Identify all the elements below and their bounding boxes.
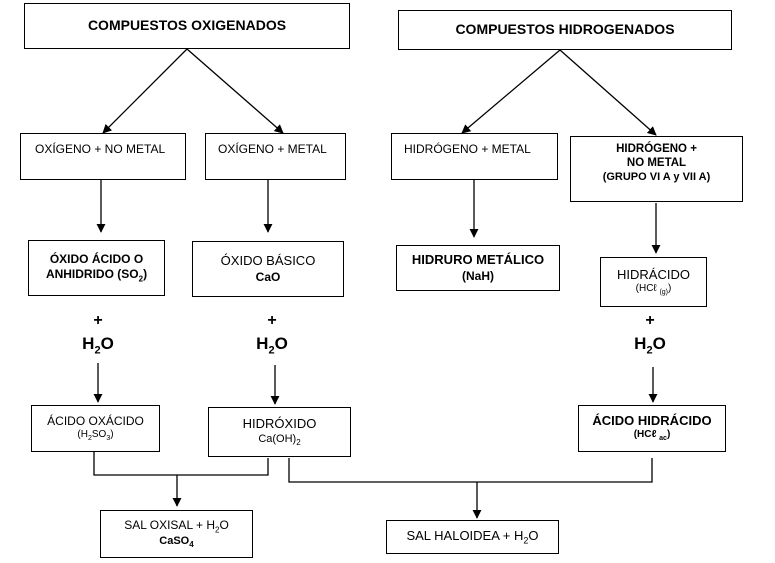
label-hidracido: HIDRÁCIDO bbox=[617, 266, 690, 282]
label-caso4: CaSO4 bbox=[159, 535, 194, 550]
box-hidracido: HIDRÁCIDO (HCℓ (g)) bbox=[600, 257, 707, 307]
label-grupo: (GRUPO VI A y VII A) bbox=[602, 170, 711, 183]
label-hcl-ac: (HCℓ ac) bbox=[633, 429, 671, 443]
label-oxigeno-metal: OXÍGENO + METAL bbox=[218, 142, 327, 156]
connector-oxacido-hidroxido bbox=[93, 452, 269, 476]
box-oxido-acido: ÓXIDO ÁCIDO O ANHIDRIDO (SO2) bbox=[28, 240, 165, 296]
box-hidruro-metalico: HIDRURO METÁLICO (NaH) bbox=[396, 245, 560, 291]
label-no-metal: NO METAL bbox=[626, 157, 687, 170]
box-sal-haloidea: SAL HALOIDEA + H2O bbox=[386, 520, 559, 554]
box-oxigeno-no-metal: OXÍGENO + NO METAL bbox=[20, 133, 186, 180]
label-hidroxido: HIDRÓXIDO bbox=[242, 416, 317, 432]
box-acido-oxacido: ÁCIDO OXÁCIDO (H2SO3) bbox=[31, 405, 160, 452]
label-h2so3: (H2SO3) bbox=[77, 428, 114, 442]
label-hidrogeno-metal: HIDRÓGENO + METAL bbox=[404, 142, 531, 156]
arrow-hidrogenados-to-metal bbox=[461, 49, 561, 134]
label-acido-hidracido: ÁCIDO HIDRÁCIDO bbox=[592, 413, 712, 428]
label-sal-haloidea: SAL HALOIDEA + H2O bbox=[406, 527, 539, 546]
box-sal-oxisal: SAL OXISAL + H2O CaSO4 bbox=[100, 510, 253, 558]
box-compuestos-hidrogenados: COMPUESTOS HIDROGENADOS bbox=[398, 10, 732, 50]
plus-sign-2: + bbox=[267, 312, 277, 329]
label-anhidrido: ANHIDRIDO (SO2) bbox=[45, 266, 148, 284]
box-hidrogeno-metal: HIDRÓGENO + METAL bbox=[391, 133, 558, 180]
label-nah: (NaH) bbox=[462, 268, 494, 283]
box-hidrogeno-no-metal: HIDRÓGENO + NO METAL (GRUPO VI A y VII A… bbox=[570, 136, 743, 202]
box-hidroxido: HIDRÓXIDO Ca(OH)2 bbox=[208, 407, 351, 457]
label-oxido-acido: ÓXIDO ÁCIDO O bbox=[49, 251, 144, 266]
label-cao: CaO bbox=[255, 269, 281, 284]
label-hidruro-metalico: HIDRURO METÁLICO bbox=[411, 252, 545, 268]
label-oxido-basico: ÓXIDO BÁSICO bbox=[220, 253, 316, 269]
label-hidrogeno-plus: HIDRÓGENO + bbox=[616, 143, 697, 155]
title-compuestos-oxigenados: COMPUESTOS OXIGENADOS bbox=[87, 17, 287, 34]
plus-sign-1: + bbox=[93, 312, 103, 329]
arrow-hidrogenados-to-no-metal bbox=[559, 49, 657, 136]
box-acido-hidracido: ÁCIDO HIDRÁCIDO (HCℓ ac) bbox=[578, 405, 726, 452]
label-sal-oxisal: SAL OXISAL + H2O bbox=[124, 517, 229, 535]
connector-hidroxido-hidracido bbox=[288, 458, 653, 483]
box-compuestos-oxigenados: COMPUESTOS OXIGENADOS bbox=[24, 3, 350, 49]
label-acido-oxacido: ÁCIDO OXÁCIDO bbox=[47, 413, 144, 428]
arrow-oxigenados-to-metal bbox=[186, 48, 284, 134]
arrow-oxigenados-to-no-metal bbox=[102, 48, 188, 134]
water-label-3: H2O bbox=[634, 334, 666, 357]
title-compuestos-hidrogenados: COMPUESTOS HIDROGENADOS bbox=[455, 21, 675, 38]
water-label-2: H2O bbox=[256, 334, 288, 357]
label-caoh2: Ca(OH)2 bbox=[258, 432, 301, 447]
box-oxido-basico: ÓXIDO BÁSICO CaO bbox=[192, 241, 344, 297]
box-oxigeno-metal: OXÍGENO + METAL bbox=[205, 133, 346, 180]
label-oxigeno-no-metal: OXÍGENO + NO METAL bbox=[35, 142, 166, 156]
label-hcl-g: (HCℓ (g)) bbox=[635, 282, 672, 296]
plus-sign-3: + bbox=[645, 312, 655, 329]
water-label-1: H2O bbox=[82, 334, 114, 357]
